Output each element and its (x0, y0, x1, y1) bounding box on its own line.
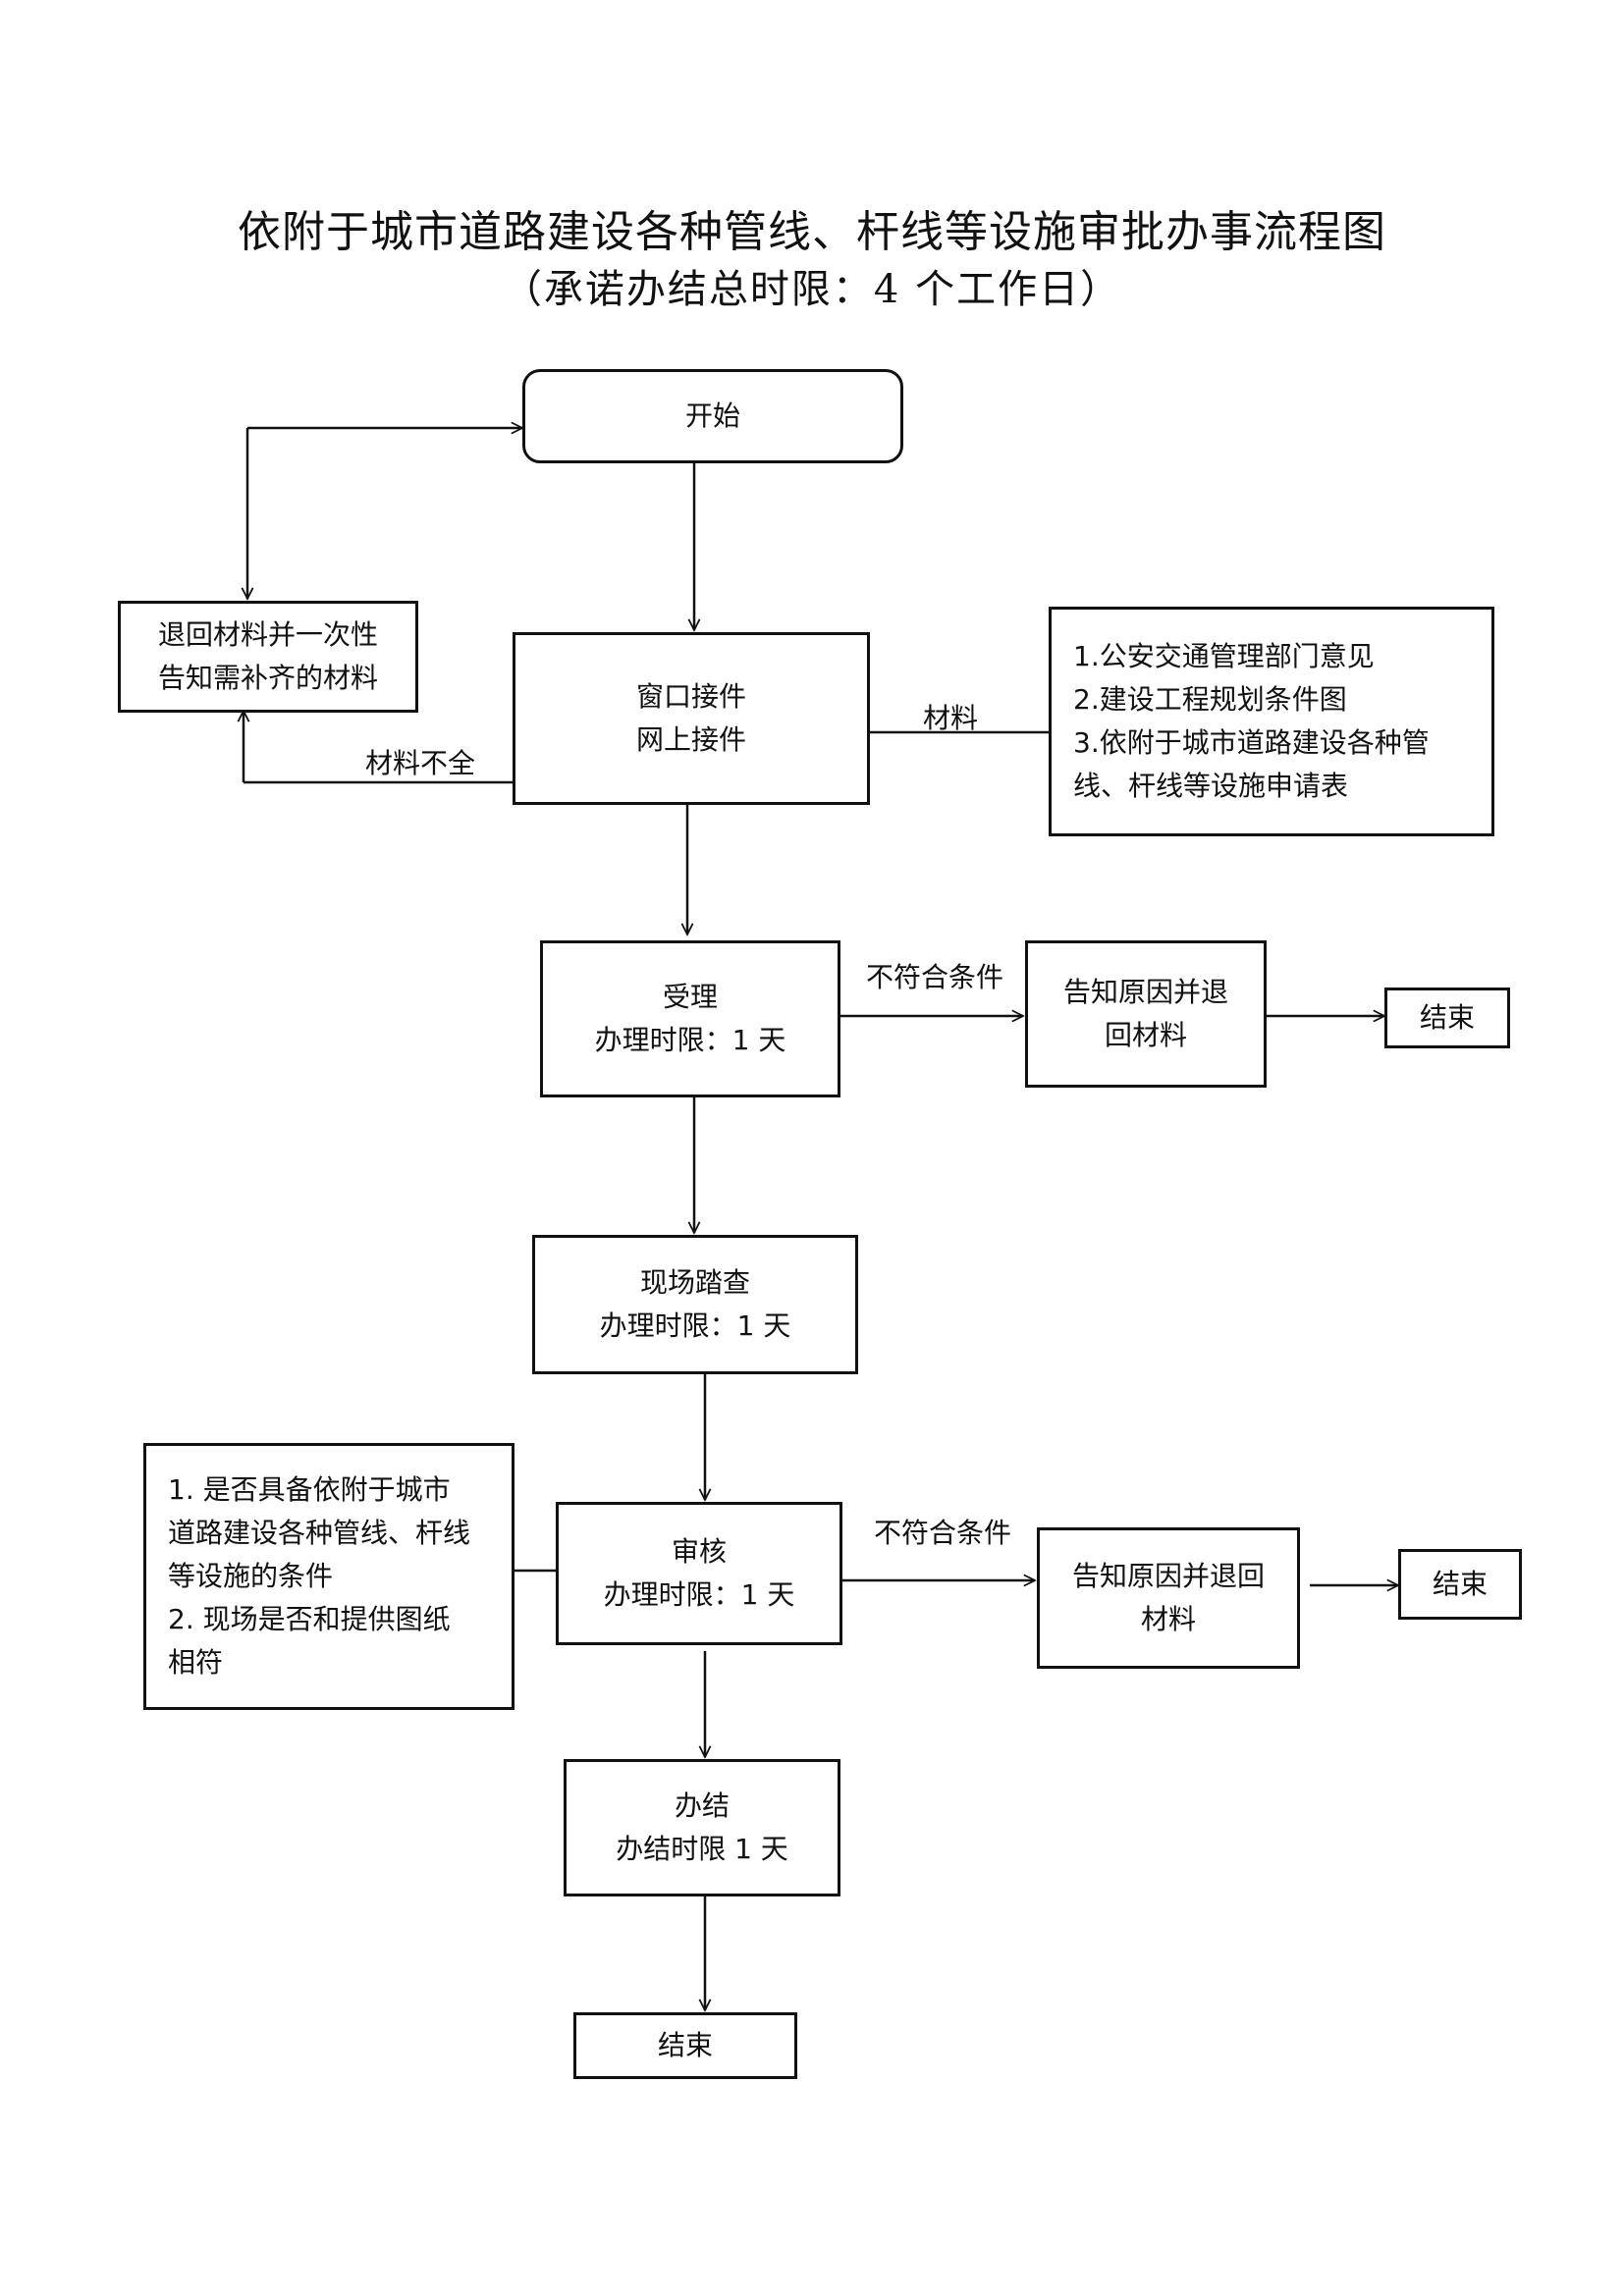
start-node: 开始 (522, 369, 903, 463)
accept-box: 受理 办理时限：1 天 (540, 940, 840, 1097)
edge-label-not-qualified-1: 不符合条件 (866, 961, 1004, 993)
edge-label-not-qualified-2: 不符合条件 (874, 1517, 1012, 1549)
review-line2: 办理时限：1 天 (603, 1578, 795, 1611)
survey-box: 现场踏查 办理时限：1 天 (532, 1235, 858, 1374)
materials-item-2: 2.建设工程规划条件图 (1073, 683, 1347, 716)
reject2-box: 告知原因并退回 材料 (1037, 1527, 1300, 1669)
return-materials-line1: 退回材料并一次性 (157, 618, 378, 651)
start-label: 开始 (684, 400, 740, 432)
criteria-line4: 2. 现场是否和提供图纸 (168, 1603, 451, 1635)
accept-line2: 办理时限：1 天 (594, 1024, 786, 1056)
materials-item-3b: 线、杆线等设施申请表 (1073, 770, 1349, 802)
end1-node: 结束 (1384, 988, 1510, 1048)
complete-box: 办结 办结时限 1 天 (564, 1759, 840, 1896)
return-materials-box: 退回材料并一次性 告知需补齐的材料 (118, 601, 418, 713)
end3-label: 结束 (657, 2029, 713, 2061)
criteria-line2: 道路建设各种管线、杆线 (168, 1517, 471, 1549)
reject2-line1: 告知原因并退回 (1071, 1560, 1265, 1592)
review-box: 审核 办理时限：1 天 (556, 1502, 842, 1645)
accept-line1: 受理 (662, 981, 718, 1013)
edge-label-materials: 材料 (923, 702, 979, 734)
edge-label-incomplete: 材料不全 (365, 747, 476, 779)
return-materials-line2: 告知需补齐的材料 (157, 662, 378, 694)
criteria-line1: 1. 是否具备依附于城市 (168, 1473, 451, 1506)
page-subtitle: （承诺办结总时限：4 个工作日） (502, 267, 1122, 312)
complete-line2: 办结时限 1 天 (616, 1833, 788, 1865)
end1-label: 结束 (1419, 1001, 1475, 1034)
end2-node: 结束 (1398, 1549, 1522, 1620)
complete-line1: 办结 (674, 1789, 730, 1822)
survey-line2: 办理时限：1 天 (599, 1309, 791, 1342)
materials-item-1: 1.公安交通管理部门意见 (1073, 640, 1375, 672)
intake-box: 窗口接件 网上接件 (513, 632, 870, 805)
reject1-box: 告知原因并退 回材料 (1025, 940, 1267, 1088)
reject2-line2: 材料 (1140, 1603, 1196, 1635)
reject1-line2: 回材料 (1104, 1019, 1187, 1051)
intake-line2: 网上接件 (635, 723, 746, 756)
end2-label: 结束 (1432, 1568, 1488, 1600)
intake-line1: 窗口接件 (635, 680, 746, 713)
materials-item-3a: 3.依附于城市道路建设各种管 (1073, 726, 1430, 759)
end3-node: 结束 (573, 2012, 797, 2079)
reject1-line1: 告知原因并退 (1062, 976, 1228, 1008)
review-criteria-box: 1. 是否具备依附于城市 道路建设各种管线、杆线 等设施的条件 2. 现场是否和… (143, 1443, 514, 1710)
survey-line1: 现场踏查 (639, 1266, 750, 1299)
criteria-line5: 相符 (168, 1646, 224, 1679)
criteria-line3: 等设施的条件 (168, 1560, 334, 1592)
review-line1: 审核 (671, 1535, 727, 1568)
materials-list-box: 1.公安交通管理部门意见 2.建设工程规划条件图 3.依附于城市道路建设各种管 … (1049, 607, 1494, 836)
page-title: 依附于城市道路建设各种管线、杆线等设施审批办事流程图 (238, 207, 1386, 257)
